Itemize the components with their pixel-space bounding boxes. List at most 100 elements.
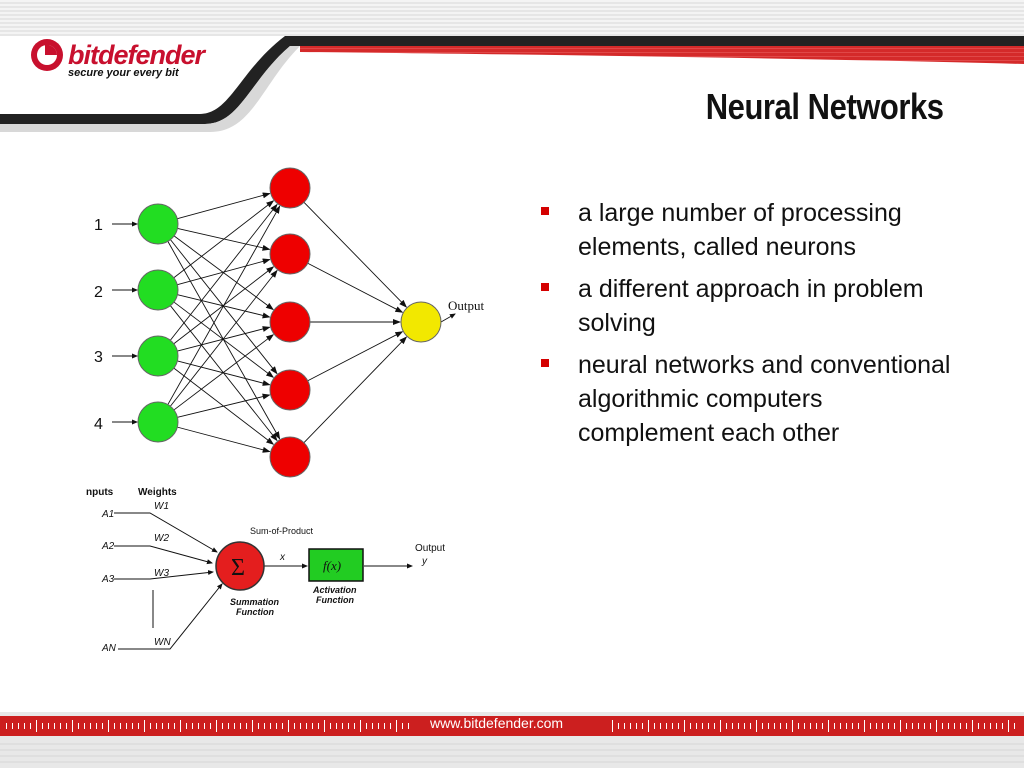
bullet-text: a different approach in problem solving [578, 275, 924, 337]
footer-tick [354, 723, 355, 729]
footer-tick [96, 723, 97, 729]
connection-line [177, 426, 271, 453]
footer-tick [348, 723, 349, 729]
footer-tick [984, 723, 985, 729]
footer-tick [318, 723, 319, 729]
neuron-model-diagram: nputs Weights A1 A2 A3 AN W1 W2 W3 WN Su… [86, 487, 445, 654]
footer-tick [72, 720, 73, 732]
activation-caption-1: Activation [312, 585, 357, 595]
footer-tick [270, 723, 271, 729]
footer-tick [684, 720, 685, 732]
footer-tick [630, 723, 631, 729]
connection-line [170, 269, 278, 407]
footer-tick [648, 720, 649, 732]
footer-tick [714, 723, 715, 729]
bullet-square-icon [541, 359, 549, 367]
footer-tick [870, 723, 871, 729]
bitdefender-logo: bitdefender secure your every bit [30, 38, 230, 82]
network-nodes [137, 167, 442, 478]
footer-tick [876, 723, 877, 729]
footer-tick [360, 720, 361, 732]
footer-tick [288, 720, 289, 732]
input-a2: A2 [101, 541, 115, 552]
footer-tick [936, 720, 937, 732]
footer-url-link[interactable]: www.bitdefender.com [430, 715, 564, 731]
footer-tick [78, 723, 79, 729]
connection-line [307, 331, 404, 382]
bullet-text: a large number of processing elements, c… [578, 199, 902, 261]
summation-caption-1: Summation [230, 597, 280, 607]
output-neuron [400, 301, 442, 343]
bullet-item: a different approach in problem solving [538, 272, 958, 340]
activation-caption-2: Function [316, 595, 354, 605]
hidden-neuron [269, 436, 311, 478]
summation-symbol: Σ [231, 555, 245, 581]
footer-tick [918, 723, 919, 729]
footer-tick [762, 723, 763, 729]
footer-tick [126, 723, 127, 729]
neuron-output-label: Output [415, 543, 445, 554]
footer-tick [366, 723, 367, 729]
footer-tick [786, 723, 787, 729]
footer-tick [408, 723, 409, 729]
connection-line [440, 313, 456, 323]
footer-tick [906, 723, 907, 729]
input-label-4: 4 [94, 416, 103, 433]
footer-tick [36, 720, 37, 732]
footer-tick [210, 723, 211, 729]
footer-tick [816, 723, 817, 729]
slide-title: Neural Networks [706, 86, 944, 127]
footer-tick [150, 723, 151, 729]
input-neuron [137, 401, 179, 443]
footer-tick [666, 723, 667, 729]
footer-tick [192, 723, 193, 729]
footer-tick [660, 723, 661, 729]
footer-tick [312, 723, 313, 729]
footer-tick [228, 723, 229, 729]
footer-tick [294, 723, 295, 729]
footer-tick [282, 723, 283, 729]
connection-line [170, 203, 278, 341]
connection-line [177, 192, 271, 220]
footer-bar [0, 712, 1024, 768]
footer-tick [54, 723, 55, 729]
footer-tick [792, 720, 793, 732]
footer-tick [48, 723, 49, 729]
y-label: y [421, 556, 428, 567]
footer-tick [696, 723, 697, 729]
footer-tick [966, 723, 967, 729]
footer-tick [204, 723, 205, 729]
footer-tick [378, 723, 379, 729]
activation-function-box [308, 548, 364, 582]
logo-tagline: secure your every bit [68, 67, 179, 79]
footer-tick [834, 723, 835, 729]
footer-tick [912, 723, 913, 729]
footer-tick [138, 723, 139, 729]
bullet-square-icon [541, 207, 549, 215]
summation-caption-2: Function [236, 607, 274, 617]
footer-tick [300, 723, 301, 729]
footer-tick [1014, 723, 1015, 729]
x-label: x [279, 552, 286, 563]
footer-tick [168, 723, 169, 729]
footer-tick [702, 723, 703, 729]
logo-wordmark: bitdefender [68, 40, 205, 70]
footer-tick [6, 723, 7, 729]
footer-tick [888, 723, 889, 729]
footer-tick [18, 723, 19, 729]
footer-tick [858, 723, 859, 729]
input-label-2: 2 [94, 284, 103, 301]
footer-tick [840, 723, 841, 729]
header-band [0, 36, 1024, 132]
input-labels: 1 2 3 4 [94, 217, 103, 433]
weight-w3: W3 [154, 568, 169, 579]
footer-tick [732, 723, 733, 729]
sum-of-product-label: Sum-of-Product [250, 526, 314, 536]
footer-tick [102, 723, 103, 729]
footer-tick [144, 720, 145, 732]
footer-tick [132, 723, 133, 729]
footer-tick [864, 720, 865, 732]
footer-tick [216, 720, 217, 732]
footer-tick [186, 723, 187, 729]
footer-tick [750, 723, 751, 729]
